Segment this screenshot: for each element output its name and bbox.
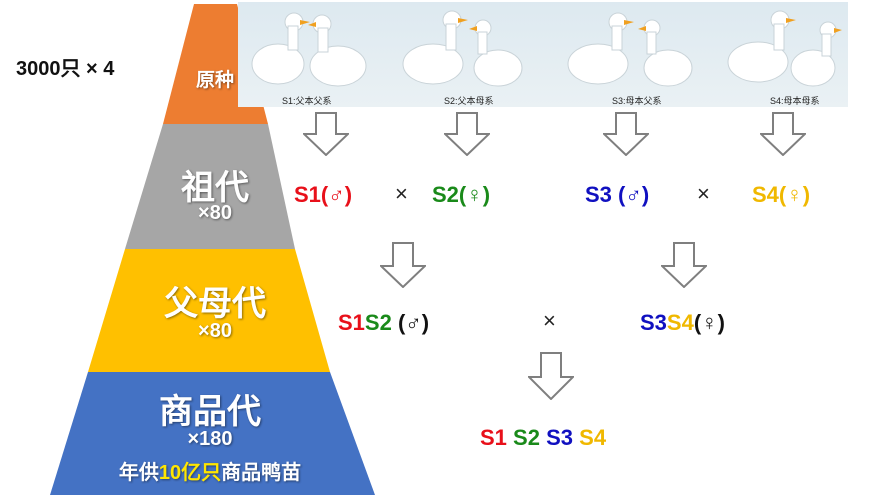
down-arrow-icon bbox=[303, 112, 349, 156]
commercial-s3: S3 bbox=[546, 425, 574, 450]
supply-highlight: 10亿只 bbox=[158, 462, 222, 484]
commercial-s4: S4 bbox=[579, 425, 607, 450]
tier-grandparent: 祖代 ×80 bbox=[115, 160, 315, 240]
tier-commercial-mult: ×180 bbox=[187, 428, 233, 450]
duck-pair-s3 bbox=[567, 12, 693, 87]
duck-pair-s1 bbox=[251, 12, 367, 87]
grandparent-s4: S4(♀) bbox=[752, 182, 811, 207]
tier-parent-shape bbox=[88, 249, 330, 372]
grandparent-s1: S1(♂) bbox=[294, 182, 353, 207]
commercial-strains: S1 S2 S3 S4 bbox=[480, 425, 606, 451]
tier-original: 原种 bbox=[150, 65, 280, 105]
commercial-s1: S1 bbox=[480, 425, 507, 450]
parent-male: S1S2 (♂) bbox=[338, 310, 429, 336]
down-arrow-icon bbox=[661, 242, 707, 288]
tier-parent-title: 父母代 bbox=[164, 285, 266, 323]
supply-post: 商品鸭苗 bbox=[221, 462, 302, 484]
tier-commercial-shape bbox=[50, 372, 375, 495]
cross-symbol: × bbox=[395, 181, 408, 206]
duck-illustrations bbox=[251, 10, 842, 87]
tier-original-title: 原种 bbox=[195, 70, 234, 91]
parent-female-s4: S4 bbox=[666, 310, 694, 335]
down-arrow-icon bbox=[603, 112, 649, 156]
photo-label-s4: S4:母本母系 bbox=[770, 96, 820, 106]
duck-pair-s4 bbox=[727, 10, 837, 87]
down-arrow-icon bbox=[528, 352, 574, 400]
photo-label-s3: S3:母本父系 bbox=[612, 96, 662, 106]
tier-parent: 父母代 ×80 bbox=[95, 276, 335, 356]
parent-male-s2: S2 bbox=[364, 310, 392, 335]
tier-grandparent-shape bbox=[125, 124, 295, 249]
parent-female-symbol: (♀) bbox=[693, 310, 725, 335]
tier-grandparent-title: 祖代 bbox=[181, 169, 249, 207]
grandparent-s3: S3 (♂) bbox=[585, 182, 650, 207]
tier-commercial-supply: 年供10亿只商品鸭苗 bbox=[60, 456, 360, 485]
parent-female-s3: S3 bbox=[640, 310, 667, 335]
tier-parent-mult: ×80 bbox=[198, 320, 232, 342]
down-arrow-icon bbox=[380, 242, 426, 288]
down-arrow-icon bbox=[444, 112, 490, 156]
duck-pair-s2 bbox=[402, 10, 523, 87]
parent-female: S3S4(♀) bbox=[640, 310, 725, 336]
parent-male-symbol: (♂) bbox=[391, 310, 430, 335]
tier-grandparent-mult: ×80 bbox=[198, 202, 232, 224]
photo-label-s2: S2:父本母系 bbox=[444, 96, 494, 106]
down-arrow-icon bbox=[760, 112, 806, 156]
stock-note: 3000只 × 4 bbox=[16, 58, 115, 80]
duck-photo-strip bbox=[238, 2, 848, 107]
cross-symbol: × bbox=[697, 181, 710, 206]
tier-commercial: 商品代 ×180 年供10亿只商品鸭苗 bbox=[60, 384, 360, 494]
parent-male-s1: S1 bbox=[338, 310, 365, 335]
photo-label-s1: S1:父本父系 bbox=[282, 96, 332, 106]
cross-symbol: × bbox=[543, 308, 556, 333]
tier-commercial-title: 商品代 bbox=[159, 393, 261, 431]
supply-pre: 年供 bbox=[118, 462, 159, 484]
commercial-s2: S2 bbox=[513, 425, 540, 450]
grandparent-s2: S2(♀) bbox=[432, 182, 491, 207]
